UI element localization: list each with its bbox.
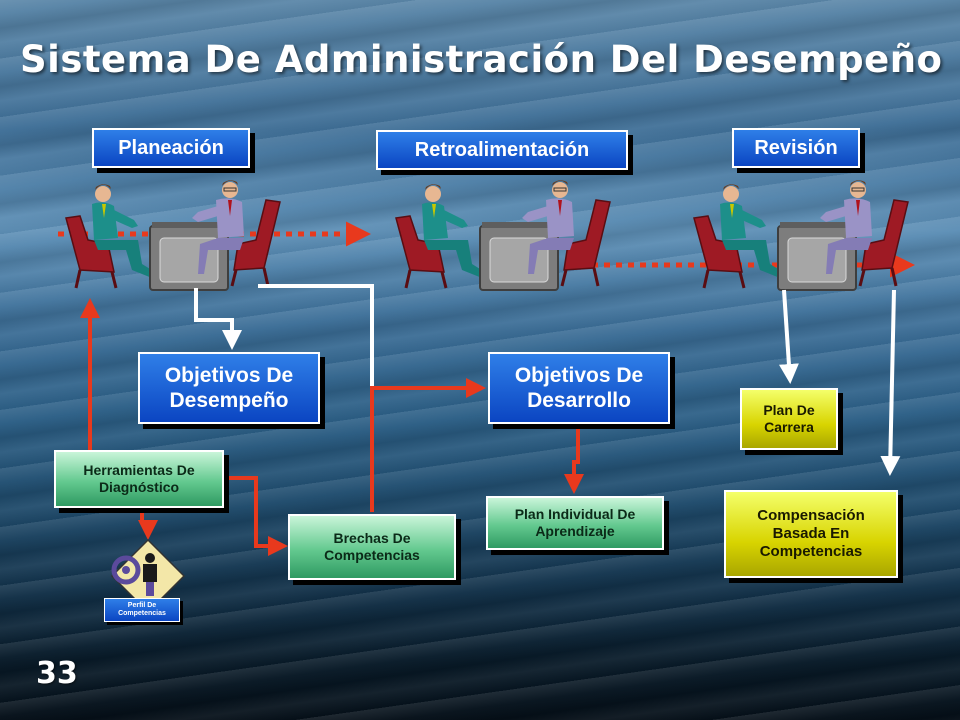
plan-individual-box[interactable]: Plan Individual De Aprendizaje [486, 496, 664, 550]
objetivos-desempeno-box[interactable]: Objetivos De Desempeño [138, 352, 320, 424]
stage-retroalimentacion-label: Retroalimentación [414, 139, 590, 161]
plan-carrera-box[interactable]: Plan De Carrera [740, 388, 838, 450]
compensacion-line2: Basada En [772, 525, 850, 542]
competency-profile-icon [110, 538, 186, 614]
plan-individual-line2: Aprendizaje [535, 523, 615, 539]
objetivos-desarrollo-line1: Objetivos De [514, 363, 644, 387]
perfil-competencias-label[interactable]: Perfil De Competencias [104, 598, 180, 622]
plan-individual-line1: Plan Individual De [514, 506, 636, 523]
plan-carrera-line1: Plan De [763, 402, 815, 419]
compensacion-line3: Competencias [759, 543, 863, 560]
meeting-icon-retroalimentacion [394, 178, 612, 292]
brechas-line1: Brechas De [333, 530, 411, 547]
connector-planeacion-objetivos [194, 288, 242, 350]
compensacion-box[interactable]: Compensación Basada En Competencias [724, 490, 898, 578]
slide-title: Sistema De Administración Del Desempeño [20, 38, 943, 81]
brechas-line2: Competencias [324, 547, 420, 563]
perfil-line2: Competencias [118, 610, 166, 617]
objetivos-desarrollo-box[interactable]: Objetivos De Desarrollo [488, 352, 670, 424]
compensacion-line1: Compensación [757, 507, 865, 524]
stage-revision[interactable]: Revisión [732, 128, 860, 168]
herramientas-line2: Diagnóstico [98, 479, 180, 495]
stage-retroalimentacion[interactable]: Retroalimentación [376, 130, 628, 170]
connector-brechas-objetivos [370, 378, 486, 512]
plan-carrera-line2: Carrera [764, 419, 814, 435]
meeting-icon-revision [692, 178, 910, 292]
perfil-line1: Perfil De [127, 602, 157, 610]
connector-revision-plan-carrera [778, 289, 799, 384]
stage-revision-label: Revisión [754, 137, 838, 159]
herramientas-diagnostico-box[interactable]: Herramientas De Diagnóstico [54, 450, 224, 508]
connector-herramientas-brechas [226, 476, 288, 556]
connector-revision-compensacion [880, 289, 901, 476]
stage-planeacion-label: Planeación [118, 137, 224, 159]
objetivos-desempeno-line2: Desempeño [169, 389, 289, 412]
stage-planeacion[interactable]: Planeación [92, 128, 250, 168]
connector-objetivos-plan [564, 424, 584, 494]
connector-herramientas-perfil [138, 510, 158, 540]
herramientas-line1: Herramientas De [83, 462, 195, 479]
slide-number: 33 [36, 656, 78, 691]
objetivos-desarrollo-line2: Desarrollo [527, 389, 631, 412]
objetivos-desempeno-line1: Objetivos De [164, 363, 294, 387]
brechas-competencias-box[interactable]: Brechas De Competencias [288, 514, 456, 580]
meeting-icon-planeacion [64, 178, 282, 292]
